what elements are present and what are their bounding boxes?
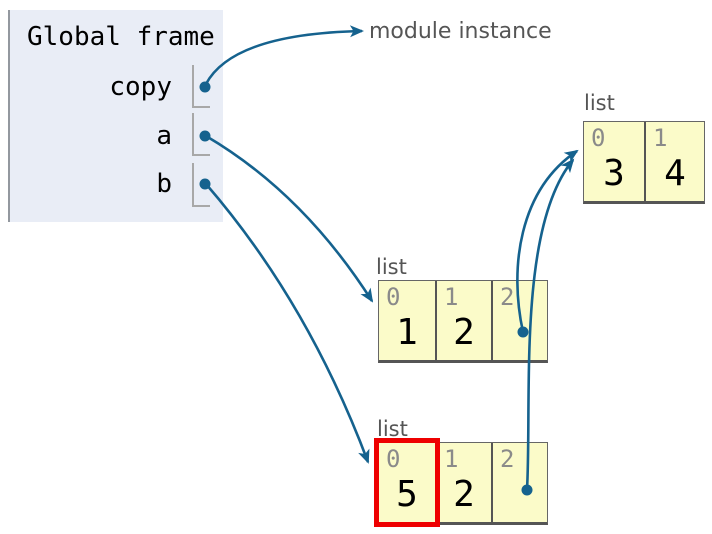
variable-slot-a bbox=[192, 113, 210, 156]
list-object-bottom: 0 5 1 2 2 bbox=[378, 442, 548, 525]
cell-index: 0 bbox=[386, 445, 401, 473]
list-cell: 1 4 bbox=[644, 122, 704, 201]
variable-slot-copy bbox=[192, 65, 210, 108]
cell-index: 0 bbox=[591, 124, 606, 152]
cell-index: 1 bbox=[444, 445, 459, 473]
list-cell: 0 3 bbox=[584, 122, 644, 201]
list-cell: 0 1 bbox=[379, 281, 435, 360]
list-label: list bbox=[376, 255, 407, 279]
cell-index: 2 bbox=[500, 445, 515, 473]
cell-index: 1 bbox=[653, 124, 668, 152]
pointer-arrow-copy-to-module-instance bbox=[204, 25, 364, 85]
list-label: list bbox=[584, 91, 615, 115]
cell-value: 2 bbox=[453, 474, 475, 515]
variable-name-a: a bbox=[156, 121, 172, 151]
list-object-top: 0 3 1 4 bbox=[583, 121, 705, 204]
list-cell-pointer: 2 bbox=[491, 443, 547, 522]
frame-title: Global frame bbox=[27, 22, 215, 52]
cell-value: 4 bbox=[664, 153, 686, 194]
cell-value: 1 bbox=[396, 312, 418, 353]
cell-index: 2 bbox=[500, 283, 515, 311]
module-instance-label: module instance bbox=[369, 19, 552, 44]
cell-value: 5 bbox=[396, 474, 418, 515]
list-label: list bbox=[377, 417, 408, 441]
variable-name-copy: copy bbox=[109, 72, 172, 102]
list-object-middle: 0 1 1 2 2 bbox=[378, 280, 548, 363]
list-cell-highlighted: 0 5 bbox=[379, 443, 435, 522]
pointer-arrow-b-to-bottom-list bbox=[205, 183, 370, 464]
global-frame: Global frame copy a b bbox=[8, 10, 223, 222]
pointer-arrow-a-to-middle-list bbox=[205, 134, 374, 303]
cell-index: 1 bbox=[444, 283, 459, 311]
list-cell: 1 2 bbox=[435, 443, 491, 522]
variable-name-b: b bbox=[156, 169, 172, 199]
cell-value: 2 bbox=[453, 312, 475, 353]
list-cell-pointer: 2 bbox=[491, 281, 547, 360]
cell-value: 3 bbox=[603, 153, 625, 194]
list-cell: 1 2 bbox=[435, 281, 491, 360]
variable-slot-b bbox=[192, 163, 210, 207]
cell-index: 0 bbox=[386, 283, 401, 311]
